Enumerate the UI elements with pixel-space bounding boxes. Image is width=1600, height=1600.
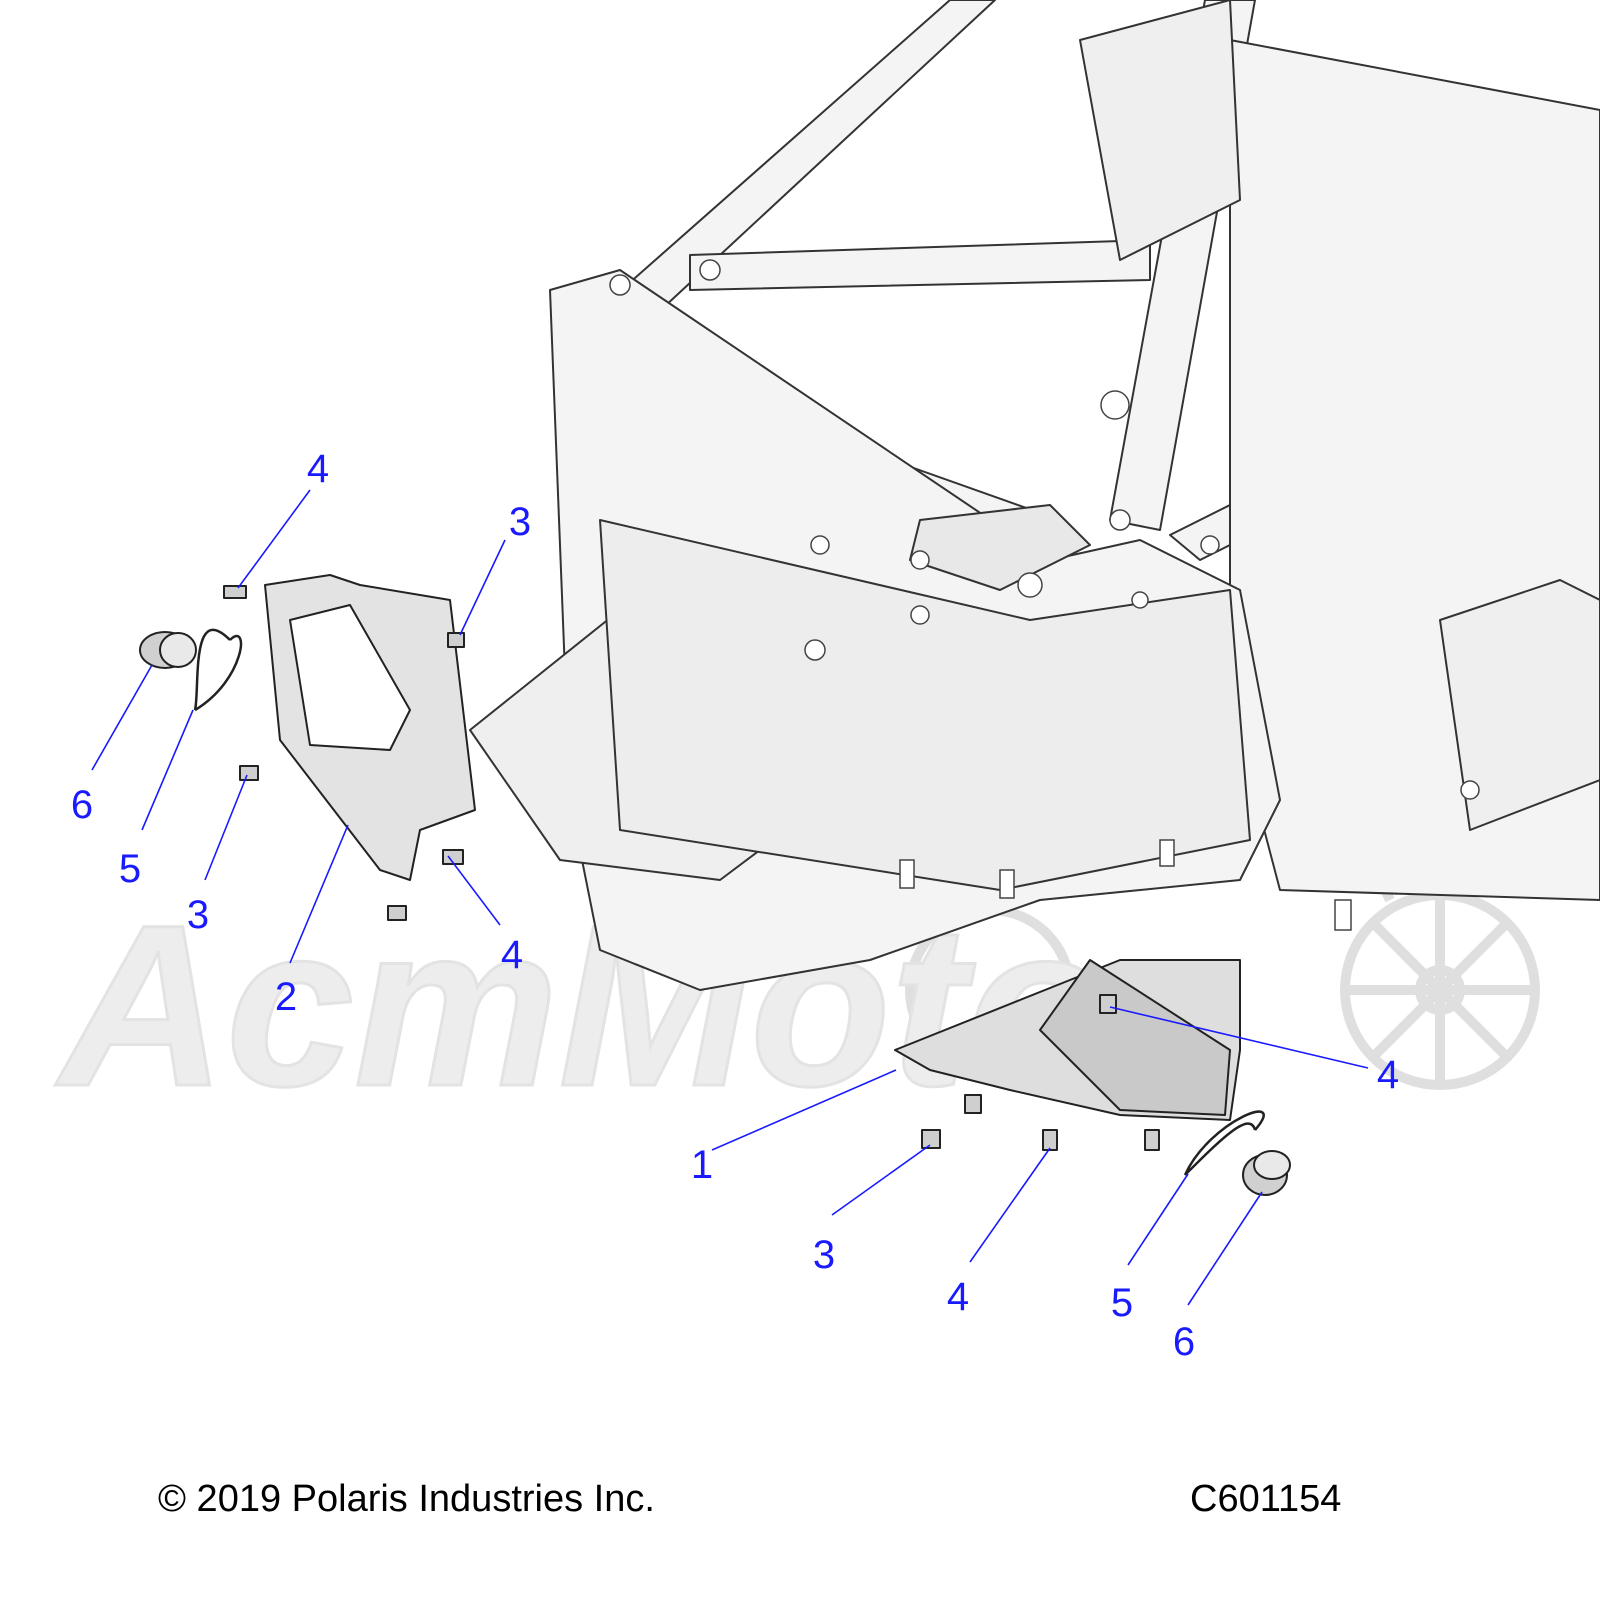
part-5-clip — [193, 628, 243, 712]
fastener — [921, 994, 1160, 1151]
leader-line — [1109, 1006, 1369, 1069]
callout-label: 6 — [1173, 1320, 1195, 1364]
part-5-clip — [1183, 1110, 1265, 1176]
callout-label: 5 — [1111, 1281, 1133, 1325]
left-part-group — [139, 574, 476, 921]
leader-line — [141, 709, 194, 831]
frame-plate — [909, 504, 1091, 591]
leader-line — [447, 855, 501, 926]
cross-tube — [689, 239, 1151, 291]
leader-line — [289, 824, 349, 964]
callout-label: 1 — [691, 1143, 713, 1187]
copyright-text: © 2019 Polaris Industries Inc. — [158, 1478, 655, 1520]
right-part-group — [894, 959, 1291, 1196]
leader-line — [459, 539, 506, 636]
callout-label: 4 — [947, 1275, 969, 1319]
fastener — [223, 585, 465, 921]
callout-label: 4 — [1377, 1053, 1399, 1097]
leader-line — [711, 1069, 897, 1151]
leader-line — [1127, 1173, 1189, 1266]
callout-label: 3 — [509, 500, 531, 544]
callout-label: 3 — [187, 893, 209, 937]
leader-line — [91, 664, 153, 771]
upper-rail — [1079, 0, 1241, 261]
leader-line — [204, 774, 248, 881]
callout-label: 3 — [813, 1233, 835, 1277]
callout-label: 2 — [275, 975, 297, 1019]
leader-lines — [91, 489, 1369, 1306]
diagram-code: C601154 — [1190, 1478, 1342, 1520]
callout-label: 5 — [119, 847, 141, 891]
front-bulkhead — [599, 519, 1251, 891]
frame-details — [609, 259, 1480, 931]
leader-line — [1187, 1191, 1263, 1306]
vehicle-frame — [469, 0, 1600, 991]
callout-label: 6 — [71, 783, 93, 827]
callout-label: 4 — [307, 447, 329, 491]
part-2-opening — [289, 604, 411, 751]
leader-line — [237, 489, 311, 589]
leader-line — [969, 1147, 1051, 1263]
leader-line — [831, 1144, 931, 1216]
callout-label: 4 — [501, 933, 523, 977]
callout-labels: 4 3 6 5 3 4 2 4 1 3 4 5 6 — [71, 447, 1399, 1364]
